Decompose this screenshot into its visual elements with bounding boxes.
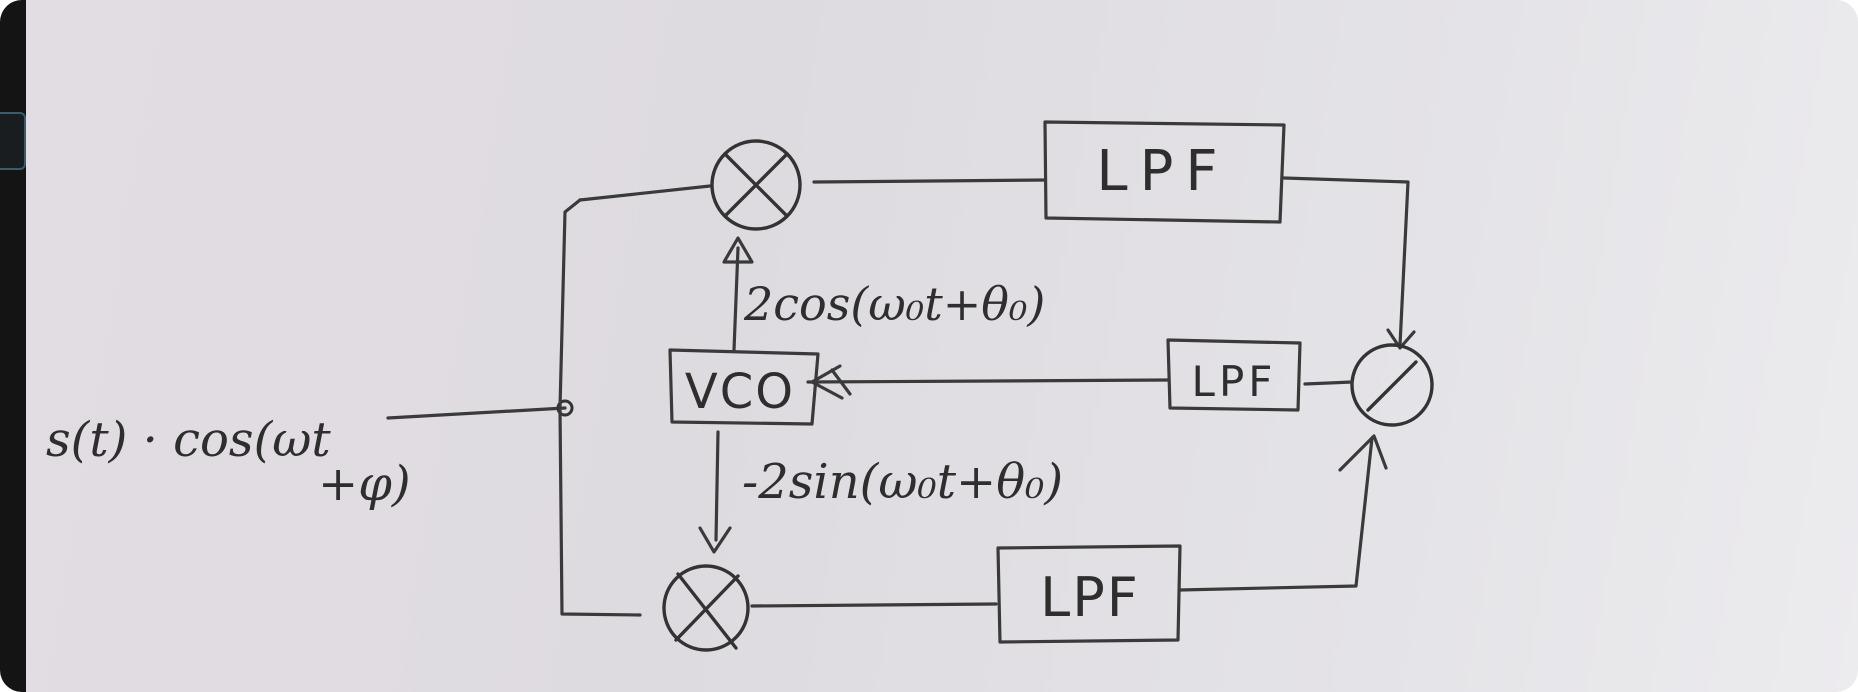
side-tab — [0, 112, 26, 170]
input-wire — [386, 406, 567, 420]
arrow-into-bottom-mixer — [698, 526, 732, 554]
right-mixer-to-lpf-mid-wire — [1303, 380, 1354, 386]
input-junction — [556, 399, 574, 417]
lpf-bottom-label: LPF — [1040, 566, 1140, 629]
lpf-bottom-block: LPF — [996, 544, 1182, 644]
top-mixer-to-lpf-wire — [812, 178, 1047, 184]
loop-mixer — [1350, 343, 1434, 427]
vco-sin-output-label: -2sin(ω₀t+θ₀) — [742, 454, 1063, 510]
split-wire — [558, 198, 642, 617]
arrow-into-vco-cross — [830, 368, 852, 396]
arrow-into-right-mixer-top — [1386, 328, 1416, 350]
lpf-top-label: LPF — [1096, 139, 1229, 204]
lpf-mid-block: LPF — [1166, 338, 1302, 412]
bottom-mixer — [662, 564, 750, 652]
lpf-top-to-right-mixer-wire — [1282, 176, 1410, 347]
bottom-mixer-to-lpf-wire — [750, 602, 998, 608]
lpf-mid-label: LPF — [1192, 357, 1277, 406]
vco-block: VCO — [668, 348, 820, 426]
lpf-mid-to-vco-wire — [806, 378, 1170, 384]
vco-to-top-mixer-wire — [732, 246, 740, 352]
input-signal-label-line1: s(t) · cos(ωt — [46, 412, 331, 468]
lpf-bottom-to-right-mixer-wire — [1178, 436, 1374, 592]
top-mixer — [710, 139, 802, 231]
input-signal-label-line2: +φ) — [318, 456, 411, 512]
arrow-into-top-mixer — [722, 236, 754, 264]
arrow-into-right-mixer-bottom — [1338, 434, 1388, 472]
vco-label: VCO — [685, 364, 795, 420]
top-branch-wire — [578, 184, 712, 202]
vco-cos-output-label: 2cos(ω₀t+θ₀) — [743, 277, 1045, 331]
arrow-into-vco — [810, 364, 844, 400]
vco-to-bottom-mixer-wire — [714, 430, 720, 542]
lpf-top-block: LPF — [1043, 120, 1286, 224]
